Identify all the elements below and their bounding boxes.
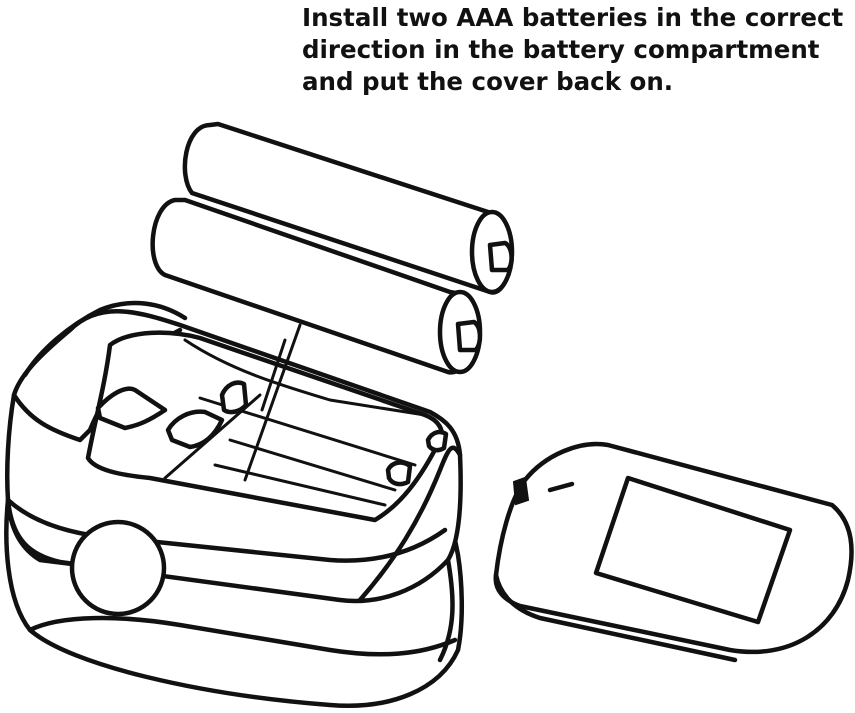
contact-tab-right (388, 463, 410, 485)
battery-terminal-lower (458, 322, 480, 350)
battery-terminal-upper (490, 243, 512, 270)
cover-latch (514, 478, 528, 504)
finger-clip-button (72, 522, 164, 614)
battery-cover (496, 444, 852, 660)
